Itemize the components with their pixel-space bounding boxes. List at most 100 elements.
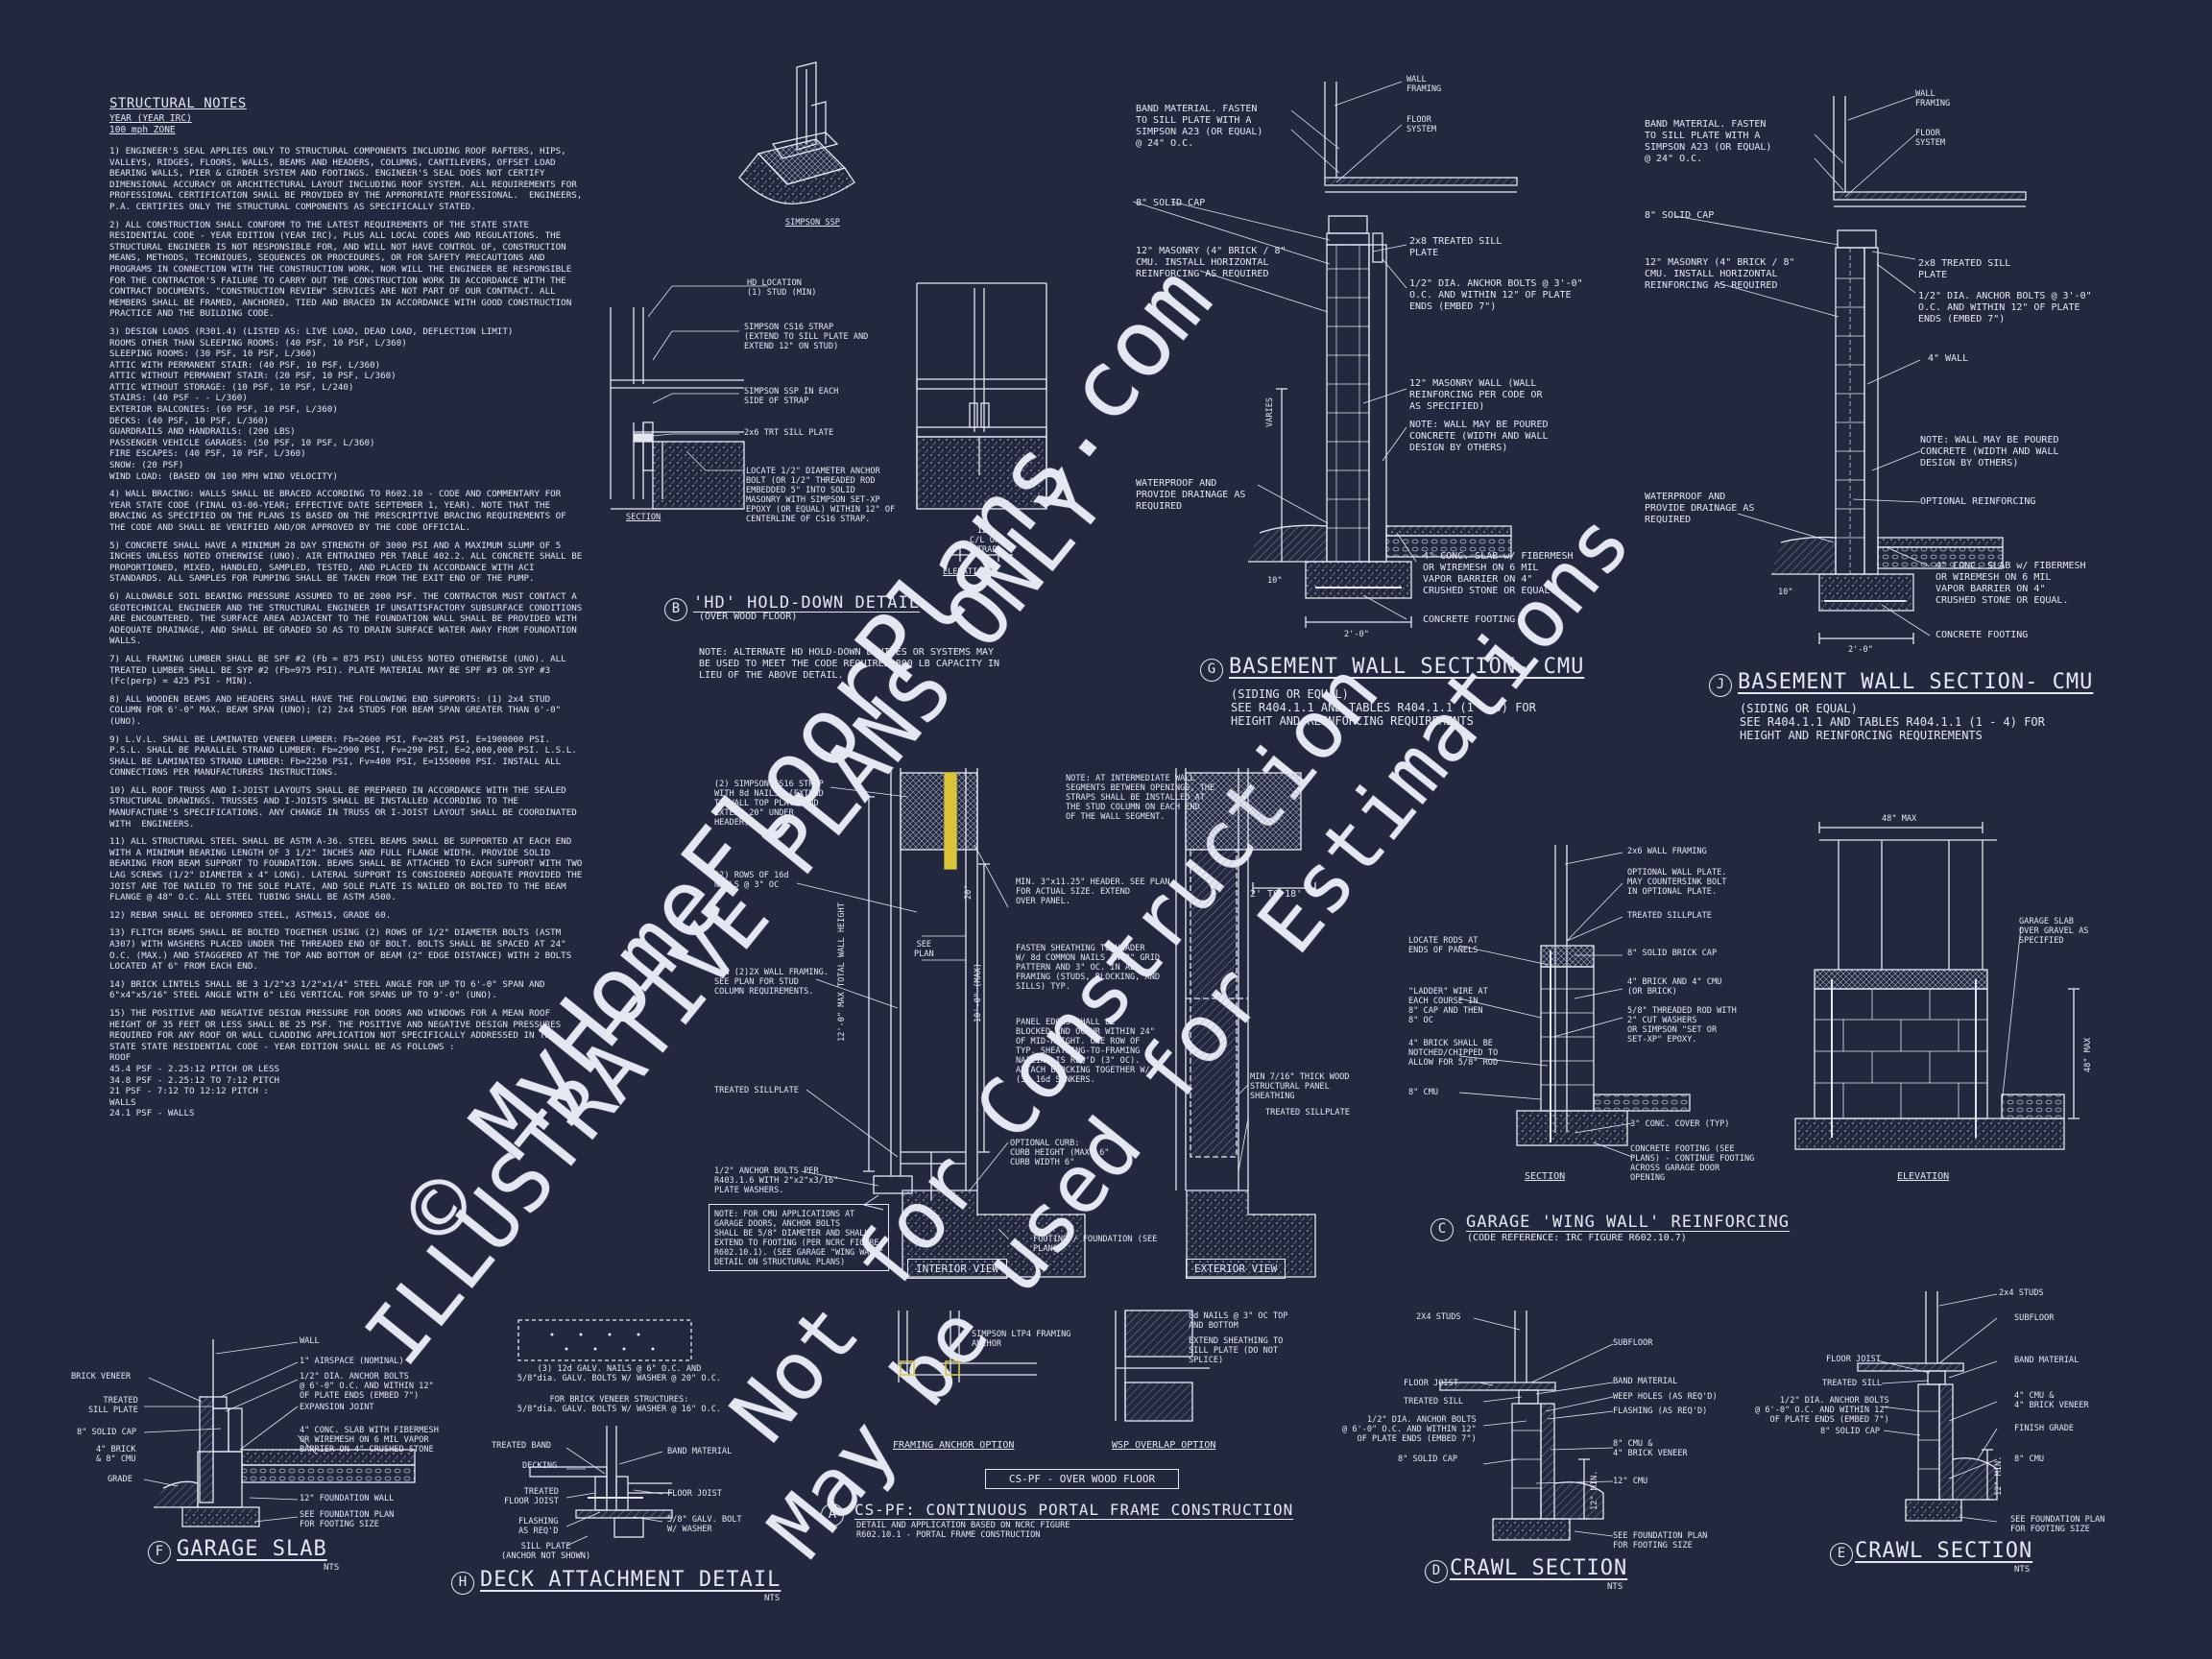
g-label-slab: 4" CONC. SLAB w/ FIBERMESH OR WIREMESH O… — [1423, 551, 1574, 596]
a-label-16d: (2) ROWS OF 16d NAILS @ 3" OC — [714, 871, 789, 890]
c-elevation-label: ELEVATION — [1897, 1171, 1950, 1182]
d-nts: NTS — [1607, 1582, 1623, 1592]
note-10: 10) ALL ROOF TRUSS AND I-JOIST LAYOUTS S… — [109, 784, 583, 830]
g-dim-width: 2'-0" — [1344, 630, 1369, 639]
d-label-subfloor: SUBFLOOR — [1613, 1338, 1653, 1348]
g-label-poured-note: NOTE: WALL MAY BE POURED CONCRETE (WIDTH… — [1409, 420, 1549, 453]
a-label-span: 2' TO 18' — [1250, 889, 1303, 900]
g-label-masonry-wall: 12" MASONRY WALL (WALL REINFORCING PER C… — [1409, 378, 1543, 412]
e-nts: NTS — [2014, 1565, 2031, 1575]
g-label-waterproof: WATERPROOF AND PROVIDE DRAINAGE AS REQUI… — [1136, 478, 1246, 512]
f-label-brick-cmu: 4" BRICK & 8" CMU — [96, 1445, 136, 1464]
c-label-cover: 3" CONC. COVER (TYP) — [1630, 1119, 1730, 1129]
c-label-brick-cap: 8" SOLID BRICK CAP — [1627, 949, 1718, 958]
c-label-2x6: 2x6 WALL FRAMING — [1627, 847, 1707, 856]
g-dim-height: 10" — [1267, 576, 1283, 586]
c-label-brick-cmu: 4" BRICK AND 4" CMU (OR BRICK) — [1627, 977, 1722, 997]
j-label-sill-plate: 2x8 TREATED SILL PLATE — [1918, 258, 2011, 280]
e-label-solid-cap: 8" SOLID CAP — [1820, 1427, 1881, 1436]
h-brick-note: FOR BRICK VENEER STRUCTURES: 5/8"dia. GA… — [517, 1395, 722, 1414]
c-label-footing: CONCRETE FOOTING (SEE PLANS) - CONTINUE … — [1630, 1144, 1755, 1183]
d-label-anchor-bolts: 1/2" DIA. ANCHOR BOLTS @ 6'-0" O.C. AND … — [1342, 1415, 1477, 1444]
j-label-footing: CONCRETE FOOTING — [1936, 630, 2029, 640]
a-notebox: NOTE: FOR CMU APPLICATIONS AT GARAGE DOO… — [709, 1204, 890, 1271]
f-label-wall: WALL — [300, 1336, 320, 1346]
e-label-cmu-brick: 4" CMU & 4" BRICK VENEER — [2014, 1391, 2089, 1410]
a-dim-total-height: 12'-0" MAX TOTAL WALL HEIGHT — [837, 902, 847, 1042]
e-label-anchor-bolts: 1/2" DIA. ANCHOR BOLTS @ 6'-0" O.C. AND … — [1755, 1396, 1889, 1425]
a-label-fasten: FASTEN SHEATHING TO HEADER W/ 8d COMMON … — [1016, 944, 1161, 992]
b-label-ssp: SIMPSON SSP IN EACH SIDE OF STRAP — [744, 387, 839, 406]
a-label-curb: OPTIONAL CURB: CURB HEIGHT (MAX) 6" CURB… — [1010, 1139, 1110, 1167]
a-wsp-label-2: EXTEND SHEATHING TO SILL PLATE (DO NOT S… — [1189, 1336, 1284, 1365]
a-label-treated-sill-ext: TREATED SILLPLATE — [1265, 1108, 1350, 1118]
notes-wind: 100 mph ZONE — [109, 125, 176, 135]
detail-g-wall — [1248, 82, 1518, 628]
a-see-plan: SEE PLAN — [914, 940, 934, 959]
g-label-footing: CONCRETE FOOTING — [1423, 614, 1516, 625]
f-label-see-plan: SEE FOUNDATION PLAN FOR FOOTING SIZE — [300, 1510, 395, 1529]
a-label-sheathing: MIN 7/16" THICK WOOD STRUCTURAL PANEL SH… — [1250, 1072, 1350, 1101]
g-label-anchor-bolts: 1/2" DIA. ANCHOR BOLTS @ 3'-0" O.C. AND … — [1409, 278, 1583, 312]
d-label-12cmu: 12" CMU — [1613, 1477, 1648, 1486]
b-subtitle: (OVER WOOD FLOOR) — [699, 612, 798, 622]
f-label-solid-cap: 8" SOLID CAP — [77, 1428, 137, 1437]
h-label-sill-plate: SILL PLATE (ANCHOR NOT SHOWN) — [501, 1542, 591, 1561]
a-interior-view-label: INTERIOR VIEW — [907, 1259, 1008, 1279]
c-subtitle: (CODE REFERENCE: IRC FIGURE R602.10.7) — [1467, 1233, 1687, 1243]
f-label-anchor-bolts: 1/2" DIA. ANCHOR BOLTS @ 6'-0" O.C. AND … — [300, 1372, 434, 1401]
f-nts: NTS — [324, 1563, 340, 1573]
d-label-cmu-brick: 8" CMU & 4" BRICK VENEER — [1613, 1439, 1688, 1458]
c-section-label: SECTION — [1525, 1171, 1566, 1182]
e-label-treated-sill: TREATED SILL — [1822, 1379, 1883, 1388]
c-label-48-max-top: 48" MAX — [1882, 814, 1917, 824]
c-label-optional-plate: OPTIONAL WALL PLATE. MAY COUNTERSINK BOL… — [1627, 868, 1727, 897]
e-label-8cmu: 8" CMU — [2014, 1455, 2045, 1464]
j-label-masonry: 12" MASONRY (4" BRICK / 8" CMU. INSTALL … — [1645, 257, 1795, 291]
c-label-garage-slab: GARAGE SLAB OVER GRAVEL AS SPECIFIED — [2019, 917, 2089, 946]
b-dim-strap: 12" C/L OF STRAP — [970, 526, 1000, 555]
a-label-header: MIN. 3"x11.25" HEADER. SEE PLAN FOR ACTU… — [1016, 878, 1170, 906]
e-label-floor-joist: FLOOR JOIST — [1826, 1355, 1881, 1364]
d-label-solid-cap: 8" SOLID CAP — [1398, 1455, 1458, 1464]
f-label-expansion: EXPANSION JOINT — [300, 1403, 374, 1412]
a-label-framing: MIN (2)2X WALL FRAMING. SEE PLAN FOR STU… — [714, 968, 829, 997]
j-subtitle: (SIDING OR EQUAL) SEE R404.1.1 AND TABLE… — [1740, 702, 2045, 742]
j-detail-marker: J — [1709, 674, 1732, 697]
f-label-grade: GRADE — [108, 1475, 132, 1484]
d-label-studs: 2X4 STUDS — [1416, 1312, 1461, 1322]
b-detail-marker: B — [664, 598, 687, 621]
f-label-brick-veneer: BRICK VENEER — [71, 1372, 132, 1382]
b-label-hd-location: HD LOCATION (1) STUD (MIN) — [747, 278, 817, 298]
note-2: 2) ALL CONSTRUCTION SHALL CONFORM TO THE… — [109, 219, 577, 320]
note-5: 5) CONCRETE SHALL HAVE A MINIMUM 28 DAY … — [109, 540, 588, 585]
j-title: BASEMENT WALL SECTION- CMU — [1738, 670, 2094, 694]
a-subtitle: DETAIL AND APPLICATION BASED ON NCRC FIG… — [856, 1521, 1070, 1540]
e-detail-marker: E — [1830, 1543, 1853, 1566]
note-4: 4) WALL BRACING: WALLS SHALL BE BRACED A… — [109, 489, 572, 533]
detail-a-interior-view — [862, 768, 1086, 1278]
c-label-notched: 4" BRICK SHALL BE NOTCHED/CHIPPED TO ALL… — [1408, 1039, 1499, 1068]
leader-lines — [143, 81, 2022, 1547]
g-label-wall-framing: WALL FRAMING — [1407, 75, 1442, 94]
b-note: NOTE: ALTERNATE HD HOLD-DOWN DEVICES OR … — [699, 647, 1000, 681]
a-dim-max-height: 10'-0" (MAX) — [974, 962, 983, 1022]
note-3: 3) DESIGN LOADS (R301.4) (LISTED AS: LIV… — [109, 325, 514, 482]
a-label-intermediate: NOTE: AT INTERMEDIATE WALL SEGMENTS BETW… — [1066, 774, 1215, 822]
b-section-label: SECTION — [626, 513, 661, 522]
e-label-see-plan: SEE FOUNDATION PLAN FOR FOOTING SIZE — [2010, 1515, 2105, 1534]
c-title: GARAGE 'WING WALL' REINFORCING — [1466, 1213, 1791, 1232]
c-label-rods: LOCATE RODS AT ENDS OF PANELS — [1408, 936, 1479, 955]
note-12: 12) REBAR SHALL BE DEFORMED STEEL, ASTM6… — [109, 909, 392, 921]
d-label-floor-joist: FLOOR JOIST — [1404, 1379, 1458, 1388]
d-title: CRAWL SECTION — [1450, 1556, 1628, 1580]
a-label-treated-sill: TREATED SILLPLATE — [714, 1086, 799, 1095]
detail-h-deck — [517, 1319, 692, 1538]
g-detail-marker: G — [1200, 659, 1223, 682]
h-label-joist: FLOOR JOIST — [667, 1489, 722, 1499]
note-6: 6) ALLOWABLE SOIL BEARING PRESSURE ASSUM… — [109, 590, 588, 647]
h-label-flashing: FLASHING AS REQ'D — [518, 1517, 559, 1536]
a-label-footing: FOOTING / FOUNDATION (SEE PLAN) — [1033, 1235, 1158, 1254]
